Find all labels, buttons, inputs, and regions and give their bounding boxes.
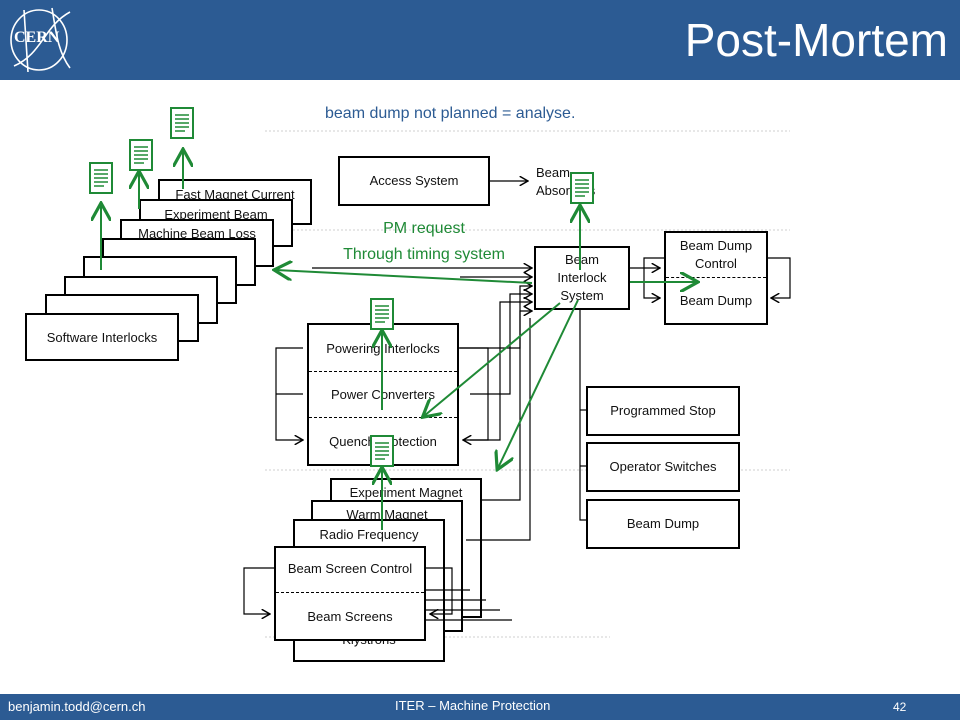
beam-screen-group: Beam Screen Control Beam Screens [274,546,426,641]
operator-switches-box: Operator Switches [586,442,740,492]
post-mortem-document-icon [170,107,194,139]
access-system-box: Access System [338,156,490,206]
cern-logo: CERN [10,7,71,73]
page-number: 42 [893,700,907,714]
post-mortem-document-icon [89,162,113,194]
post-mortem-document-icon [370,435,394,467]
title-bar: CERN Post-Mortem [0,0,960,80]
programmed-stop-box: Programmed Stop [586,386,740,436]
svg-text:CERN: CERN [14,29,60,46]
beam-dump-box: Beam Dump [586,499,740,549]
post-mortem-document-icon [370,298,394,330]
footer-bar: benjamin.todd@cern.ch ITER – Machine Pro… [0,694,960,720]
note-text: beam dump not planned = analyse. [325,105,576,122]
post-mortem-document-icon [129,139,153,171]
beam-interlock-system-box: Beam Interlock System [534,246,630,310]
software-interlocks-box: Software Interlocks [25,313,179,361]
footer-title: ITER – Machine Protection [395,698,551,713]
pm-request-label: PM request Through timing system [343,220,505,263]
slide-title: Post-Mortem [684,14,948,66]
beam-dump-group: Beam Dump Control Beam Dump [664,231,768,325]
author-email: benjamin.todd@cern.ch [8,699,146,714]
post-mortem-document-icon [570,172,594,204]
